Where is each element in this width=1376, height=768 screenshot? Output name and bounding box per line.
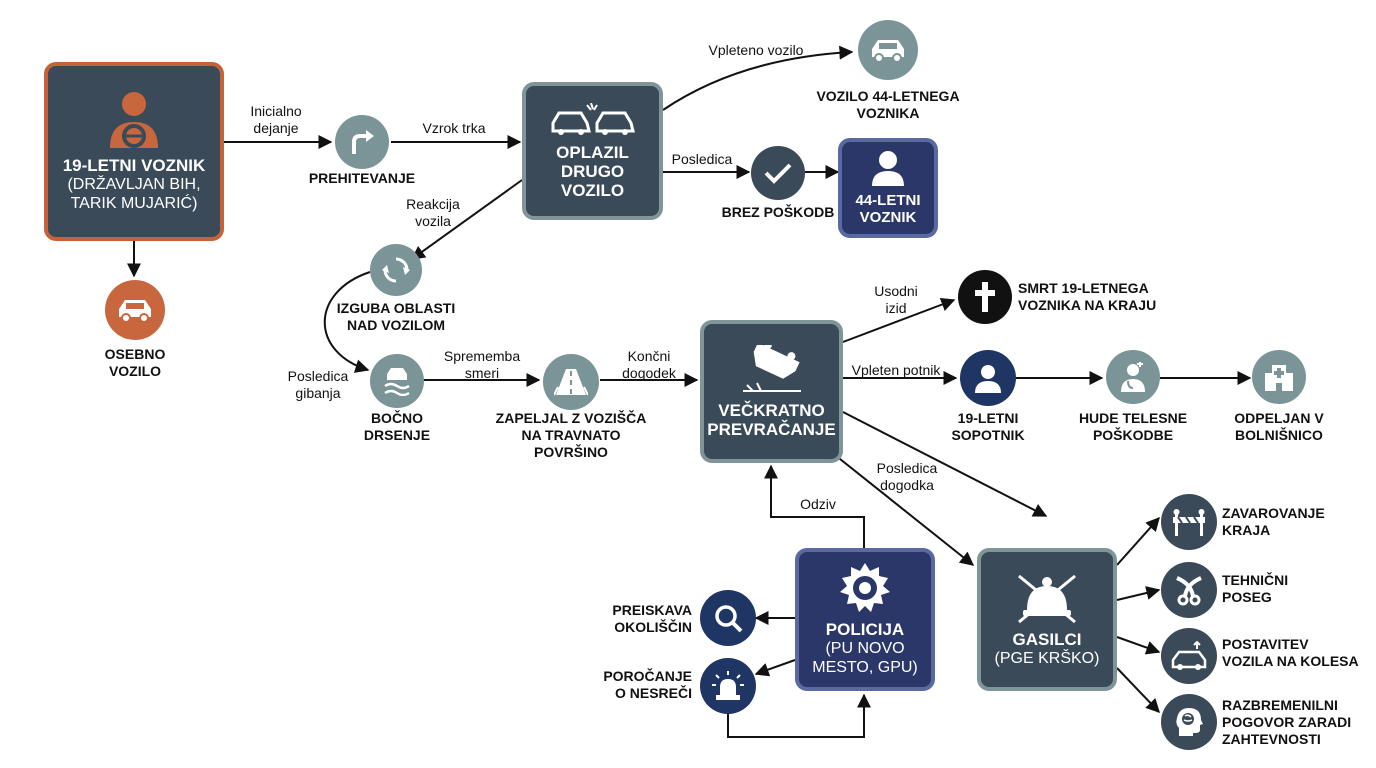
edge-losscontrol-to-skid — [323, 271, 371, 373]
driver-title: 19-LETNI VOZNIK — [62, 156, 206, 175]
driver-subtitle: (DRŽAVLJAN BIH, TARIK MUJARIĆ) — [67, 176, 201, 212]
check-icon — [764, 163, 792, 184]
edge-label-reaction: Reakcija vozila — [406, 196, 460, 229]
secure-node — [1161, 494, 1217, 550]
overtaking-label: PREHITEVANJE — [308, 170, 416, 186]
police-box: POLICIJA (PU NOVO MESTO, GPU) — [795, 548, 935, 691]
noinjury-label: BREZ POŠKODB — [721, 204, 835, 220]
edge-fire-to-technical — [1116, 586, 1161, 601]
edge-label-response: Odziv — [800, 496, 836, 512]
firefighter-emblem-icon — [1018, 574, 1076, 623]
edge-label-passenger: Vpleten potnik — [851, 362, 941, 378]
upright-label: POSTAVITEV VOZILA NA KOLESA — [1222, 636, 1359, 669]
person-icon — [975, 365, 1001, 393]
car44-node — [858, 20, 918, 80]
firefighters-box: GASILCI (PGE KRŠKO) — [977, 548, 1117, 691]
edge-overtake-to-losscontrol — [410, 179, 523, 260]
edge-overtake-to-car44 — [662, 45, 854, 111]
edge-police-to-report — [754, 659, 796, 677]
secure-label: ZAVAROVANJE KRAJA — [1222, 505, 1325, 538]
passenger-node — [960, 350, 1016, 406]
head-brain-icon — [1176, 708, 1203, 736]
firefighters-subtitle: (PGE KRŠKO) — [994, 649, 1100, 667]
investigation-label: PREISKAVA OKOLIŠČIN — [612, 602, 692, 635]
edge-label-final: Končni dogodek — [622, 348, 676, 381]
injuries-label: HUDE TELESNE POŠKODBE — [1078, 410, 1188, 443]
losscontrol-label: IZGUBA OBLASTI NAD VOZILOM — [336, 300, 456, 333]
edge-rollover-to-firefighters-b — [834, 454, 975, 566]
skid-icon — [384, 368, 410, 396]
car44-label: VOZILO 44-LETNEGA VOZNIKA — [816, 88, 960, 121]
edge-fire-to-upright — [1116, 636, 1161, 655]
rollover-box: VEČKRATNO PREVRAČANJE — [700, 320, 843, 463]
doctor-icon — [1121, 362, 1145, 392]
edge-label-fatal: Usodni izid — [874, 283, 918, 316]
hospital-node — [1252, 350, 1306, 404]
police-title: POLICIJA — [825, 620, 905, 639]
magnifier-icon — [715, 605, 743, 633]
overtaking-node — [335, 115, 389, 169]
siren-icon — [712, 671, 744, 700]
edge-fire-to-debrief — [1116, 667, 1160, 714]
rollover-car-icon — [742, 344, 801, 392]
technical-label: TEHNIČNI POSEG — [1222, 572, 1289, 605]
offroad-node — [543, 354, 599, 410]
upright-node — [1161, 628, 1217, 684]
edge-report-to-police — [727, 693, 871, 738]
passenger-label: 19-LETNI SOPOTNIK — [951, 410, 1025, 443]
overtake-title: OPLAZIL DRUGO VOZILO — [556, 142, 629, 200]
edge-label-cause: Vzrok trka — [422, 120, 486, 136]
technical-node — [1161, 562, 1217, 618]
edge-label-direction: Sprememba smeri — [443, 348, 521, 381]
edge-label-initial: Inicialno dejanje — [250, 103, 302, 136]
edge-label-event: Posledica dogodka — [876, 460, 938, 493]
firefighters-title: GASILCI — [1012, 629, 1082, 649]
injuries-node — [1106, 350, 1160, 404]
edge-label-involved: Vpleteno vozilo — [708, 42, 804, 58]
rollover-title: VEČKRATNO PREVRAČANJE — [707, 400, 836, 439]
skid-node — [370, 354, 424, 408]
edge-rollover-to-death — [842, 297, 956, 343]
death-label: SMRT 19-LETNEGA VOZNIKA NA KRAJU — [1018, 280, 1157, 313]
car-upright-icon — [1171, 641, 1207, 670]
noinjury-node — [751, 146, 805, 200]
cross-icon — [975, 282, 995, 312]
edge-rollover-to-firefighters — [842, 411, 1048, 517]
car-node — [105, 280, 165, 340]
police-badge-icon — [840, 563, 890, 612]
driver-icon — [110, 92, 158, 148]
edge-label-motion: Posledica gibanja — [287, 368, 349, 401]
debrief-node — [1161, 694, 1217, 750]
spin-arrows-icon — [382, 257, 410, 283]
barrier-icon — [1173, 509, 1205, 536]
driver44-box: 44-LETNI VOZNIK — [838, 138, 938, 238]
edge-fire-to-secure — [1116, 516, 1160, 566]
turn-arrow-icon — [352, 130, 374, 154]
police-subtitle: (PU NOVO MESTO, GPU) — [812, 640, 918, 676]
car-label: OSEBNO VOZILO — [104, 346, 166, 379]
overtake-box: OPLAZIL DRUGO VOZILO — [522, 82, 663, 220]
driver-box: 19-LETNI VOZNIK (DRŽAVLJAN BIH, TARIK MU… — [44, 62, 224, 241]
debrief-label: RAZBREMENILNI POGOVOR ZARADI ZAHTEVNOSTI — [1222, 697, 1352, 747]
losscontrol-node — [370, 244, 422, 296]
hospital-label: ODPELJAN V BOLNIŠNICO — [1234, 410, 1324, 443]
car-collision-icon — [551, 102, 635, 135]
road-icon — [554, 369, 588, 396]
car-icon — [872, 40, 904, 63]
cutter-icon — [1176, 576, 1202, 606]
skid-label: BOČNO DRSENJE — [363, 410, 431, 443]
death-node — [958, 270, 1012, 324]
investigation-node — [700, 590, 756, 646]
report-label: POROČANJE O NESREČI — [603, 668, 692, 701]
driver44-title: 44-LETNI VOZNIK — [855, 192, 921, 226]
person-icon — [872, 151, 904, 186]
report-node — [700, 658, 756, 714]
car-icon — [119, 300, 151, 323]
hospital-icon — [1265, 365, 1293, 391]
offroad-label: ZAPELJAL Z VOZIŠČA NA TRAVNATO POVRŠINO — [495, 410, 647, 460]
edge-police-to-rollover — [764, 464, 865, 548]
edge-label-consequence: Posledica — [671, 151, 733, 167]
